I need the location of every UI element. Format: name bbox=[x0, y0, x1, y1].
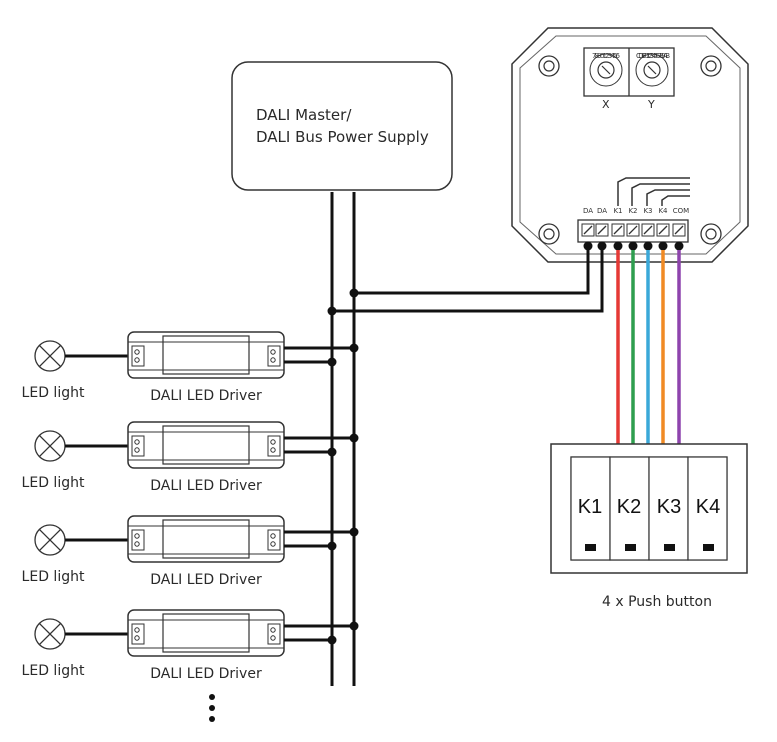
dali-led-driver-label: DALI LED Driver bbox=[150, 478, 262, 494]
dial-x-digits: 7 8 9 0 1 2 3 4 5 6 bbox=[592, 52, 621, 60]
bus-junction bbox=[327, 635, 337, 645]
driver-row: LED light DALI LED Driver bbox=[22, 515, 359, 588]
terminal-screw bbox=[611, 223, 625, 251]
terminal-screws bbox=[581, 223, 686, 251]
master-label-line2: DALI Bus Power Supply bbox=[256, 128, 429, 146]
dial-y-digits: C D E F 0 1 2 3 4 5 6 7 8 9 A B bbox=[636, 52, 670, 60]
control-wires bbox=[616, 250, 681, 444]
driver-row: LED light DALI LED Driver bbox=[22, 331, 359, 404]
dali-led-driver-label: DALI LED Driver bbox=[150, 572, 262, 588]
terminal-screw bbox=[595, 223, 609, 251]
terminal-label: DA bbox=[597, 207, 607, 215]
push-button-k3[interactable]: K3 bbox=[648, 456, 689, 561]
master-label-line1: DALI Master/ bbox=[256, 106, 352, 124]
mount-hole-tl bbox=[538, 55, 560, 77]
push-button-k4[interactable]: K4 bbox=[687, 456, 728, 561]
led-light-icon bbox=[34, 618, 66, 650]
dial-y-label: Y bbox=[647, 98, 655, 111]
push-button-panel: K1 K2 K3 K4 4 x Push button bbox=[550, 443, 748, 610]
push-button-k2[interactable]: K2 bbox=[609, 456, 650, 561]
terminal-labels: DA DA K1 K2 K3 K4 COM bbox=[583, 207, 689, 215]
terminal-screw bbox=[672, 223, 686, 251]
terminal-label: K1 bbox=[613, 207, 622, 215]
bus-junction bbox=[327, 306, 337, 316]
rotary-switch-x[interactable]: 7 8 9 0 1 2 3 4 5 6 bbox=[589, 52, 623, 87]
mount-hole-tr bbox=[700, 55, 722, 77]
led-light-label: LED light bbox=[22, 663, 85, 679]
dali-led-driver bbox=[127, 609, 285, 657]
dali-panel-module: 7 8 9 0 1 2 3 4 5 6 C D E F 0 1 2 3 4 5 … bbox=[511, 27, 749, 263]
terminal-screw bbox=[641, 223, 655, 251]
led-light-icon bbox=[34, 524, 66, 556]
terminal-label: DA bbox=[583, 207, 593, 215]
led-light-label: LED light bbox=[22, 569, 85, 585]
terminal-label: K2 bbox=[628, 207, 637, 215]
push-button-k4-label: K4 bbox=[696, 496, 720, 518]
terminal-screw bbox=[656, 223, 670, 251]
driver-row: LED light DALI LED Driver bbox=[22, 421, 359, 494]
dali-led-driver bbox=[127, 515, 285, 563]
push-button-k1-label: K1 bbox=[578, 496, 602, 518]
da-wire-1 bbox=[354, 250, 590, 295]
continuation-dots bbox=[209, 694, 215, 722]
bus-junction bbox=[327, 447, 337, 457]
led-light-icon bbox=[34, 430, 66, 462]
bus-junction bbox=[349, 288, 359, 298]
dali-led-driver bbox=[127, 331, 285, 379]
bus-to-panel-wires bbox=[327, 250, 604, 316]
bus-junction bbox=[327, 357, 337, 367]
terminal-bracket-lines bbox=[617, 177, 690, 206]
rotary-switch-y[interactable]: C D E F 0 1 2 3 4 5 6 7 8 9 A B bbox=[635, 52, 670, 87]
bus-junction bbox=[349, 527, 359, 537]
da-wire-2 bbox=[332, 250, 604, 313]
push-button-caption: 4 x Push button bbox=[602, 594, 712, 610]
led-light-icon bbox=[34, 340, 66, 372]
dali-led-driver-label: DALI LED Driver bbox=[150, 666, 262, 682]
bus-junction bbox=[349, 621, 359, 631]
bus-junction bbox=[327, 541, 337, 551]
dial-x-label: X bbox=[602, 98, 610, 111]
dali-led-driver-label: DALI LED Driver bbox=[150, 388, 262, 404]
mount-hole-br bbox=[700, 223, 722, 245]
push-button-k1[interactable]: K1 bbox=[570, 456, 611, 561]
push-button-k3-label: K3 bbox=[657, 496, 681, 518]
led-light-label: LED light bbox=[22, 385, 85, 401]
led-light-label: LED light bbox=[22, 475, 85, 491]
terminal-label: K3 bbox=[643, 207, 652, 215]
dali-master-box: DALI Master/ DALI Bus Power Supply bbox=[231, 61, 453, 191]
terminal-label: K4 bbox=[658, 207, 668, 215]
push-button-k2-label: K2 bbox=[617, 496, 641, 518]
terminal-screw bbox=[581, 223, 595, 251]
driver-row: LED light DALI LED Driver bbox=[22, 609, 359, 682]
bus-junction bbox=[349, 343, 359, 353]
dali-led-driver bbox=[127, 421, 285, 469]
terminal-screw bbox=[626, 223, 640, 251]
terminal-label: COM bbox=[673, 207, 689, 215]
terminal-block bbox=[577, 219, 689, 251]
bus-junction bbox=[349, 433, 359, 443]
mount-hole-bl bbox=[538, 223, 560, 245]
